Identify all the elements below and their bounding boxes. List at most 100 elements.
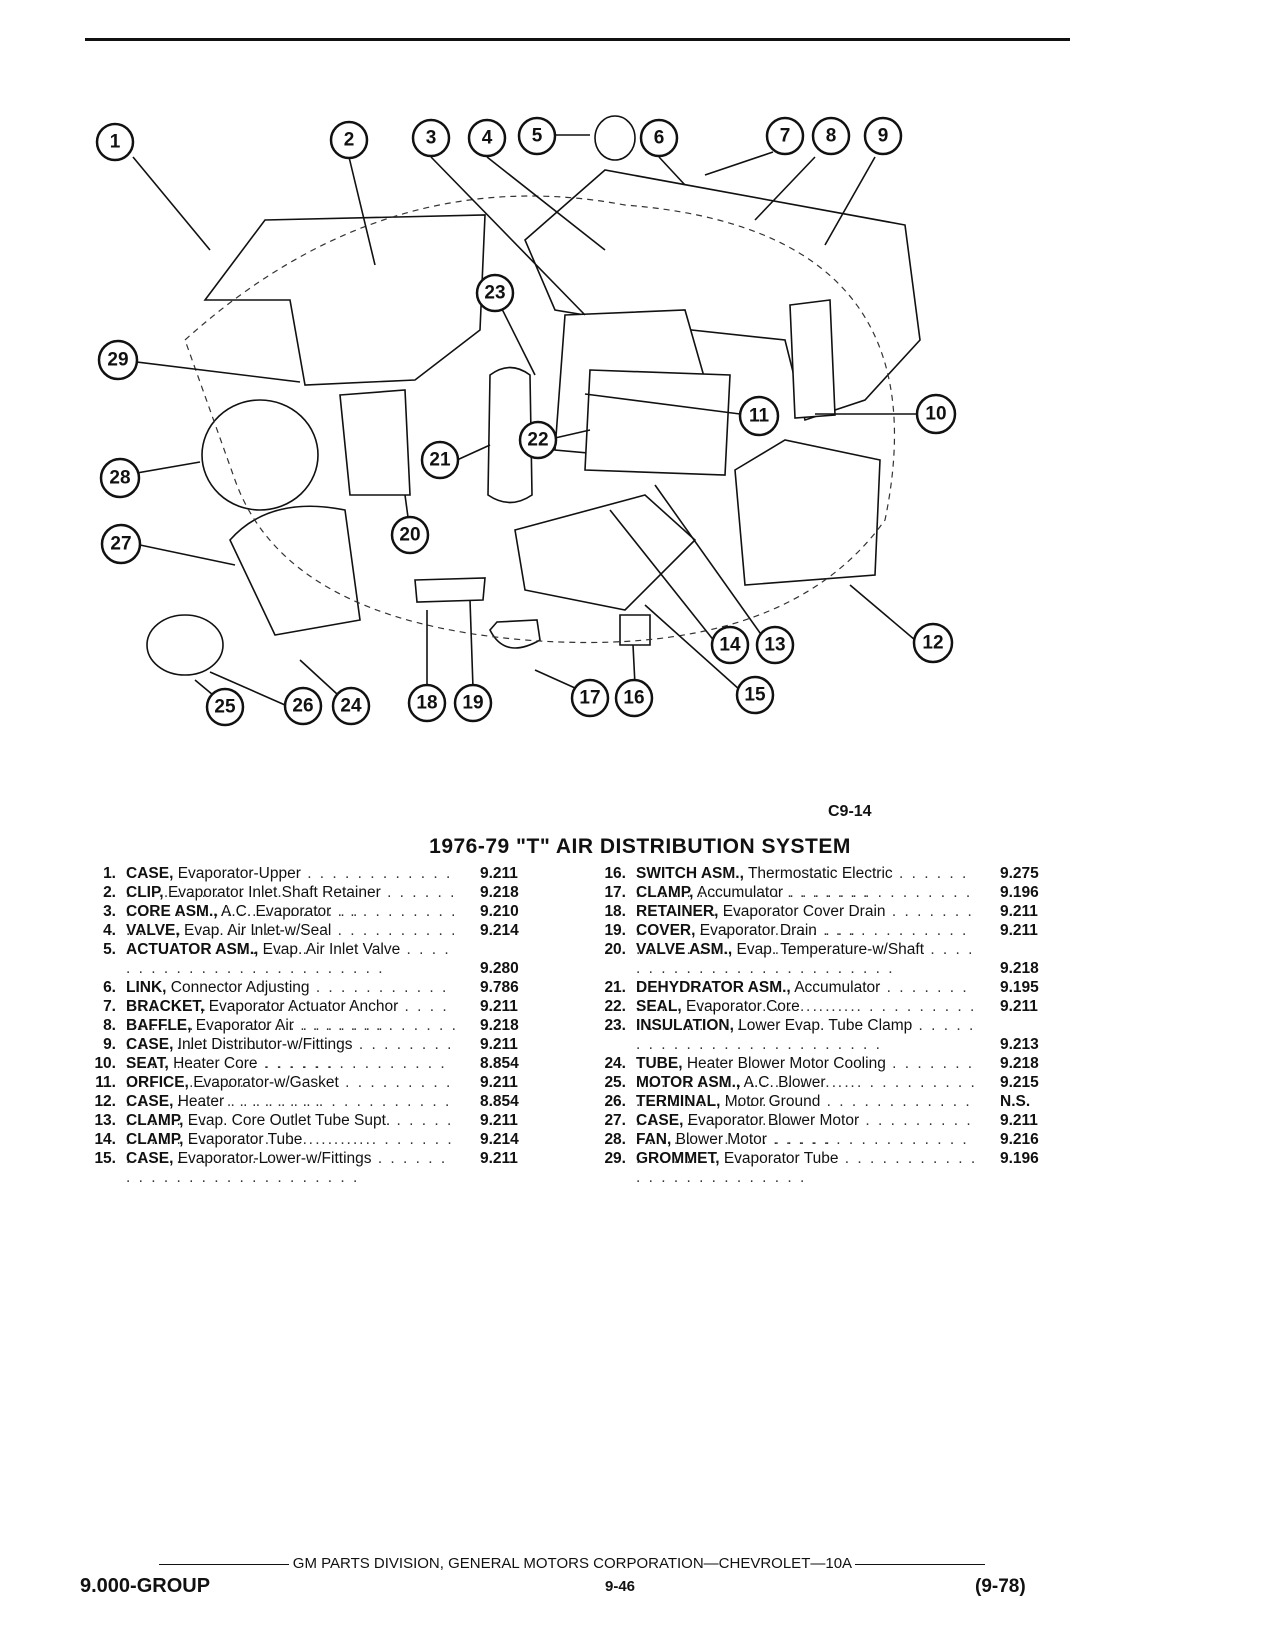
part-detail: A.C. Evaporator [221,903,332,920]
parts-row: 27.CASE, Evaporator Blower Motor . . . .… [590,1111,1070,1148]
group-number: 9.786 [480,979,519,996]
callout-10: 10 [915,393,957,435]
parts-row: 29.GROMMET, Evaporator Tube . . . . . . … [590,1149,1070,1186]
part-name: CASE, [126,1093,174,1110]
parts-row: 23.INSULATION, Lower Evap. Tube Clamp . … [590,1016,1070,1054]
part-detail: Evaporator Inlet Shaft Retainer [167,884,381,901]
part-description: TUBE, Heater Blower Motor Cooling . . . … [636,1054,978,1092]
part-name: CASE, [126,1150,174,1167]
dot-leaders: . . . . . . . . . . . . . . . . . . . . … [636,941,975,977]
callout-24: 24 [331,686,371,726]
svg-text:18: 18 [416,693,437,714]
dot-leaders: . . . . . . . . . . . . . . . . . . . . … [636,1055,975,1091]
part-number: 28. [604,1131,626,1148]
part-description: VALVE, Evap. Air Inlet-w/Seal . . . . . … [126,921,458,959]
callouts: 1 2 3 4 5 6 7 8 9 10 11 12 13 14 15 16 1… [95,116,957,727]
part-description: CLAMP, Evap. Core Outlet Tube Supt. . . … [126,1111,458,1149]
parts-row: 25.MOTOR ASM., A.C. Blower . . . . . . .… [590,1073,1070,1110]
upper-evaporator-case [203,214,486,386]
svg-text:19: 19 [462,693,483,714]
dot-leaders: . . . . . . . . . . . . . . . . . . . . … [126,1017,458,1053]
part-detail: Evap. Core Outlet Tube Supt. [187,1112,391,1129]
dot-leaders: . . . . . . . . . . . . . . . . . . . . … [636,998,977,1034]
dot-leaders: . . . . . . . . . . . . . . . . . . . . … [636,1131,969,1167]
callout-2: 2 [329,120,369,160]
group-number: 9.195 [1000,979,1039,996]
part-name: GROMMET, [636,1150,720,1167]
part-number: 26. [604,1093,626,1110]
dot-leaders: . . . . . . . . . . . . . . . . . . . . … [126,1055,447,1091]
group-number: 9.280 [480,960,519,977]
part-name: INSULATION, [636,1017,734,1034]
dot-leaders: . . . . . . . . . . . . . . . . . . . . … [126,1150,448,1186]
parts-row: 3.CORE ASM., A.C. Evaporator . . . . . .… [80,902,550,939]
part-number: 21. [604,979,626,996]
part-description: DEHYDRATOR ASM., Accumulator . . . . . .… [636,978,978,1016]
part-number: 20. [604,941,626,958]
part-detail: Evaporator Air [195,1017,294,1034]
dot-leaders: . . . . . . . . . . . . . . . . . . . . … [126,1074,453,1110]
part-number: 22. [604,998,626,1015]
part-description: ACTUATOR ASM., Evap. Air Inlet Valve . .… [126,940,458,978]
callout-13: 13 [755,625,795,665]
group-number: 9.213 [1000,1036,1039,1053]
svg-text:29: 29 [107,350,128,371]
part-detail: Evaporator-w/Gasket [193,1074,339,1091]
accumulator-dehydrator [487,366,533,504]
part-description: BAFFLE, Evaporator Air . . . . . . . . .… [126,1016,458,1054]
part-detail: Evaporator-Upper [177,865,301,882]
group-number: 9.218 [1000,1055,1039,1072]
part-detail: Evaporator Drain [699,922,817,939]
part-name: CLIP, [126,884,164,901]
group-number: 9.275 [1000,865,1039,882]
part-description: SEAL, Evaporator Core . . . . . . . . . … [636,997,978,1035]
part-detail: Evaporator-Lower-w/Fittings [177,1150,372,1167]
svg-text:1: 1 [110,132,121,153]
parts-list-right: 16.SWITCH ASM., Thermostatic Electric . … [590,864,1070,1186]
footer-date-code: (9-78) [975,1576,1026,1597]
callout-7: 7 [765,116,805,156]
part-number: 29. [604,1150,626,1167]
parts-list-left: 1.CASE, Evaporator-Upper . . . . . . . .… [80,864,550,1186]
part-detail: Connector Adjusting [170,979,310,996]
svg-text:2: 2 [344,130,355,151]
dot-leaders: . . . . . . . . . . . . . . . . . . . . … [126,979,449,1015]
part-number: 14. [94,1131,116,1148]
footer-rule-left [158,1563,289,1565]
part-description: SEAT, Heater Core . . . . . . . . . . . … [126,1054,458,1092]
part-description: ORFICE, Evaporator-w/Gasket . . . . . . … [126,1073,458,1111]
temp-valve [339,389,411,496]
callout-26: 26 [283,686,323,726]
group-number: 8.854 [480,1093,519,1110]
callout-23: 23 [475,273,515,313]
part-number: 4. [103,922,116,939]
part-description: CASE, Inlet Distributor-w/Fittings . . .… [126,1035,458,1073]
part-description: FAN, Blower Motor . . . . . . . . . . . … [636,1130,978,1168]
part-description: CASE, Evaporator-Upper . . . . . . . . .… [126,864,458,902]
callout-11: 11 [738,395,780,437]
group-number: 9.211 [480,1150,518,1167]
group-number: 9.196 [1000,1150,1039,1167]
callout-28: 28 [99,457,141,499]
part-name: TUBE, [636,1055,683,1072]
dot-leaders: . . . . . . . . . . . . . . . . . . . . … [636,1093,972,1129]
svg-text:13: 13 [764,635,785,656]
callout-29: 29 [97,339,139,381]
parts-row: 19.COVER, Evaporator Drain . . . . . . .… [590,921,1070,958]
callout-8: 8 [811,116,851,156]
svg-text:16: 16 [623,688,644,709]
parts-row: 28. FAN, Blower Motor . . . . . . . . . .… [590,1130,1070,1167]
exploded-parts-diagram: 1 2 3 4 5 6 7 8 9 10 11 12 13 14 15 16 1… [95,115,957,727]
part-number: 15. [94,1150,116,1167]
part-description: CLAMP, Evaporator Tube . . . . . . . . .… [126,1130,458,1168]
dot-leaders: . . . . . . . . . . . . . . . . . . . . … [636,1112,973,1148]
part-number: 23. [604,1017,626,1034]
parts-row: 16.SWITCH ASM., Thermostatic Electric . … [590,864,1070,901]
svg-text:14: 14 [719,635,741,656]
part-detail: Evap. Temperature-w/Shaft [736,941,925,958]
parts-row: 5.ACTUATOR ASM., Evap. Air Inlet Valve .… [80,940,550,978]
svg-text:15: 15 [744,685,766,706]
svg-text:3: 3 [426,128,437,149]
thermostatic-switch [619,614,651,646]
group-number: 9.211 [480,1074,518,1091]
